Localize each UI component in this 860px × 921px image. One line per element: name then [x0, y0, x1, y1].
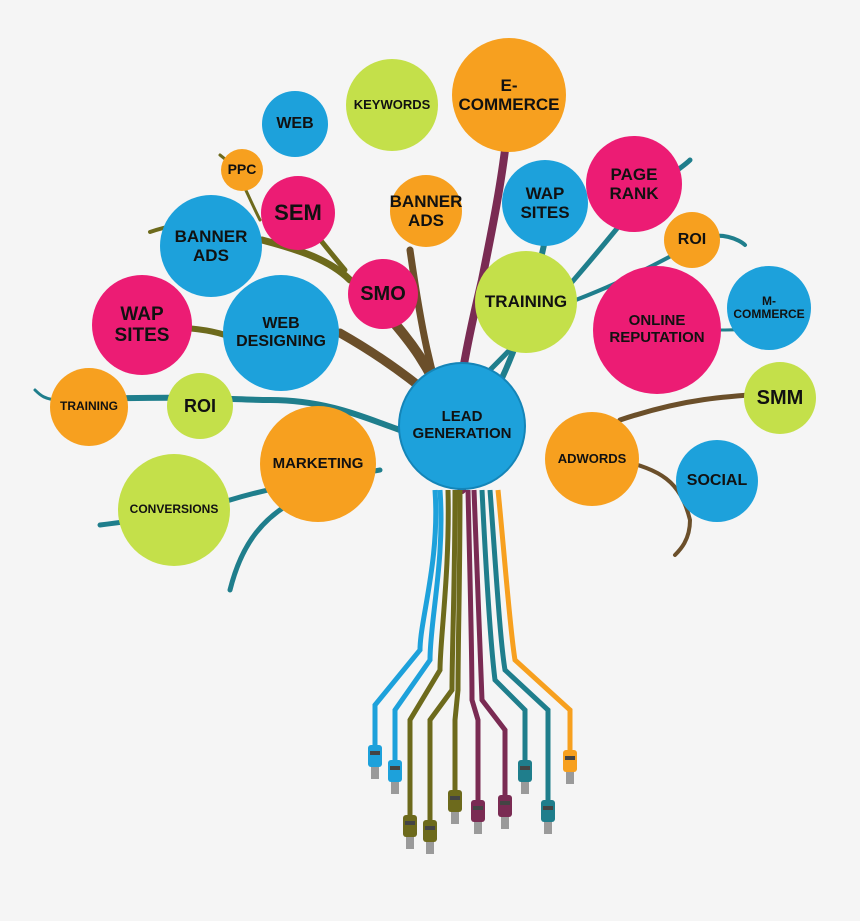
node-label: SMO [360, 282, 406, 305]
node-m-commerce: M- COMMERCE [727, 266, 811, 350]
node-label: WAP SITES [114, 303, 170, 346]
node-ppc: PPC [221, 149, 263, 191]
node-label: WAP SITES [520, 183, 570, 222]
node-label: PPC [227, 161, 257, 178]
branch-15 [618, 458, 693, 557]
node-label: ADWORDS [557, 450, 627, 466]
hdmi-plug-icon [423, 820, 437, 854]
node-label: BANNER ADS [389, 191, 463, 230]
node-smo: SMO [348, 259, 418, 329]
cable-audio-right [487, 489, 551, 800]
center-node-label: LEAD GENERATION [412, 408, 512, 442]
node-label: SOCIAL [686, 472, 748, 490]
node-label: CONVERSIONS [129, 502, 219, 517]
cable-green [479, 489, 528, 760]
cable-firewire [452, 489, 463, 790]
node-sem: SEM [261, 176, 335, 250]
power-plug-icon [563, 750, 577, 784]
node-label: MARKETING [272, 454, 364, 472]
node-training-left: TRAINING [50, 368, 128, 446]
node-label: KEYWORDS [353, 96, 431, 112]
node-online-reputation: ONLINE REPUTATION [593, 266, 721, 394]
node-label: SEM [274, 199, 322, 225]
node-label: E- COMMERCE [458, 75, 560, 114]
branch-5 [258, 236, 354, 284]
node-marketing: MARKETING [260, 406, 376, 522]
audio-jack-icon [541, 800, 555, 834]
audio-jack-icon [388, 760, 402, 794]
node-banner-ads-center: BANNER ADS [390, 175, 462, 247]
cable-audio-left [392, 489, 444, 760]
node-web: WEB [262, 91, 328, 157]
center-node-lead-generation: LEAD GENERATION [398, 362, 526, 490]
node-label: BANNER ADS [174, 226, 248, 265]
cable-group [368, 489, 577, 854]
node-label: SMM [756, 386, 804, 409]
node-training-center: TRAINING [475, 251, 577, 353]
cable-vga [471, 489, 508, 795]
node-banner-ads-left: BANNER ADS [160, 195, 262, 297]
node-label: TRAINING [60, 399, 118, 414]
node-label: WEB [276, 115, 314, 133]
node-smm: SMM [744, 362, 816, 434]
node-label: ONLINE REPUTATION [609, 312, 705, 346]
cable-hdmi [427, 489, 458, 820]
node-conversions: CONVERSIONS [118, 454, 230, 566]
node-wap-sites-left: WAP SITES [92, 275, 192, 375]
ethernet-plug-icon [471, 800, 485, 834]
node-web-designing: WEB DESIGNING [223, 275, 339, 391]
node-e-commerce: E- COMMERCE [452, 38, 566, 152]
cable-rj45 [407, 489, 451, 815]
node-keywords: KEYWORDS [346, 59, 438, 151]
node-label: ROI [677, 231, 707, 249]
node-wap-sites-center: WAP SITES [502, 160, 588, 246]
vga-plug-icon [498, 795, 512, 829]
node-page-rank: PAGE RANK [586, 136, 682, 232]
firewire-plug-icon [448, 790, 462, 824]
node-label: PAGE RANK [609, 164, 659, 203]
node-label: WEB DESIGNING [236, 315, 326, 350]
connector-plug-icon [518, 760, 532, 794]
branch-16 [57, 394, 403, 433]
rj45-plug-icon [403, 815, 417, 849]
node-roi-right: ROI [664, 212, 720, 268]
node-label: TRAINING [484, 292, 568, 312]
node-adwords: ADWORDS [545, 412, 639, 506]
usb-plug-icon [368, 745, 382, 779]
node-roi-left: ROI [167, 373, 233, 439]
node-social: SOCIAL [676, 440, 758, 522]
cable-power [495, 489, 573, 750]
node-label: ROI [183, 395, 216, 416]
cable-usb [372, 489, 439, 745]
node-label: M- COMMERCE [733, 293, 805, 321]
cable-ethernet [465, 489, 481, 800]
